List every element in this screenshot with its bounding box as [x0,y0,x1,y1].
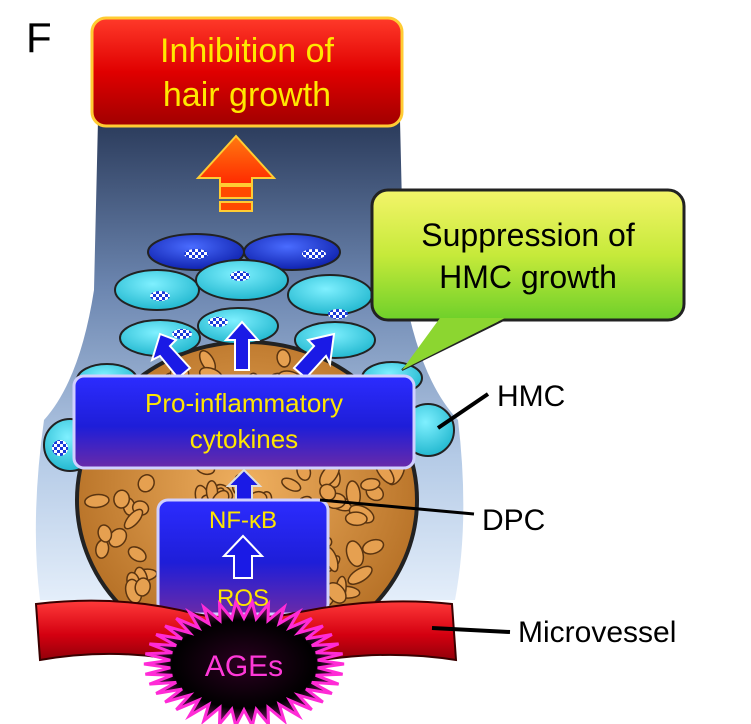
inhibition-box: Inhibition of hair growth [90,16,404,128]
inhibition-line2: hair growth [163,76,331,114]
ages-burst: AGEs [143,597,345,724]
arrow-up-icon [223,320,261,371]
dpc-cell [347,565,373,585]
label-hmc-group: HMC [436,380,565,430]
signal-box: NF-κB ROS [156,498,330,616]
label-dpc-group: DPC [319,498,545,537]
arrow-up-right-icon [292,332,336,380]
hmc-cell [114,269,200,311]
dpc-cell [134,577,151,597]
dpc-cell [127,546,147,563]
dpc-cell [361,538,385,555]
label-microvessel: Microvessel [518,616,676,649]
callout-line2: HMC growth [439,259,617,295]
inhibition-line1: Inhibition of [160,32,334,70]
hmc-cell [195,259,289,301]
dpc-cell [137,474,155,493]
hmc-cell-dark [147,233,245,271]
label-dpc: DPC [482,504,545,537]
ros-label: ROS [217,585,269,612]
arrow-up-left-icon [150,332,192,380]
cytokines-box: Pro-inflammatory cytokines [72,374,416,470]
cytokines-line1: Pro-inflammatory [145,388,343,418]
dpc-cell [97,524,113,543]
dpc-cell [360,477,381,491]
dpc-cell [319,483,337,501]
signal-arrows [150,320,336,380]
hmc-cell [287,274,373,319]
suppression-callout: Suppression of HMC growth [370,188,686,371]
dpc-cell [84,493,110,509]
hmc-cell-dark [243,233,341,271]
ages-label: AGEs [205,650,283,683]
arrow-up-icon [221,534,265,579]
dpc-cell [344,511,368,527]
panel-letter: F [26,14,52,61]
up-arrow-icon [195,134,277,212]
dpc-cell [113,489,131,509]
dpc-cell [281,477,302,492]
cytokines-line2: cytokines [190,424,298,454]
dpc-cell [123,508,144,530]
label-microvessel-group: Microvessel [431,616,676,649]
callout-line1: Suppression of [421,217,635,253]
dpc-cell [345,540,365,568]
nfkb-label: NF-κB [209,507,277,534]
label-hmc: HMC [497,380,565,413]
dpc-cell [276,348,291,368]
